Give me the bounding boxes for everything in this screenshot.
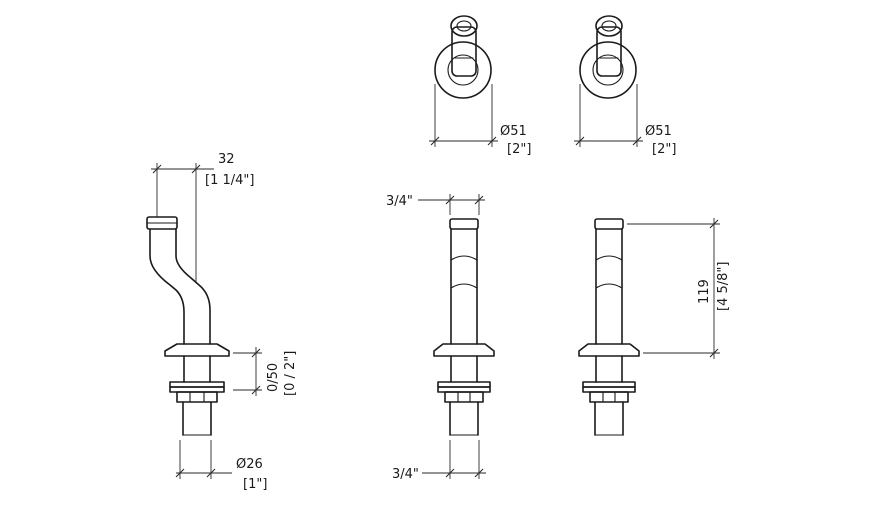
flange-dia-left-mm-label: Ø51 — [500, 124, 527, 139]
dimension-thread-top: 3/4" — [386, 194, 485, 215]
adjust-range-mm-label: 0/50 — [266, 363, 281, 392]
flange-dia-right-in-label: [2"] — [652, 142, 676, 157]
dimension-offset-width: 32 [1 1/4"] — [151, 152, 254, 282]
height-in-label: [4 5/8"] — [716, 262, 731, 311]
thread-top-label: 3/4" — [386, 194, 413, 209]
straight-riser-view-2 — [578, 218, 640, 436]
dimension-thread-bottom: 3/4" — [392, 440, 486, 482]
dimension-adjust-range: 0/50 [0 / 2"] — [233, 347, 298, 396]
dimension-shank-diameter: Ø26 [1"] — [175, 440, 267, 492]
dimension-flange-right: Ø51 [2"] — [574, 84, 676, 157]
shank-dia-in-label: [1"] — [243, 477, 267, 492]
straight-riser-view-1 — [433, 218, 495, 436]
flange-dia-right-mm-label: Ø51 — [645, 124, 672, 139]
shank-dia-mm-label: Ø26 — [236, 457, 263, 472]
dimension-flange-left: Ø51 [2"] — [429, 84, 531, 157]
plan-view-left — [434, 15, 492, 99]
height-mm-label: 119 — [697, 279, 712, 304]
dimension-height: 119 [4 5/8"] — [627, 218, 731, 359]
thread-bottom-label: 3/4" — [392, 467, 419, 482]
flange-dia-left-in-label: [2"] — [507, 142, 531, 157]
adjust-range-in-label: [0 / 2"] — [283, 351, 298, 396]
offset-riser-view — [146, 216, 230, 436]
plan-view-right — [579, 15, 637, 99]
offset-width-mm-label: 32 — [218, 152, 235, 167]
offset-width-in-label: [1 1/4"] — [205, 173, 254, 188]
